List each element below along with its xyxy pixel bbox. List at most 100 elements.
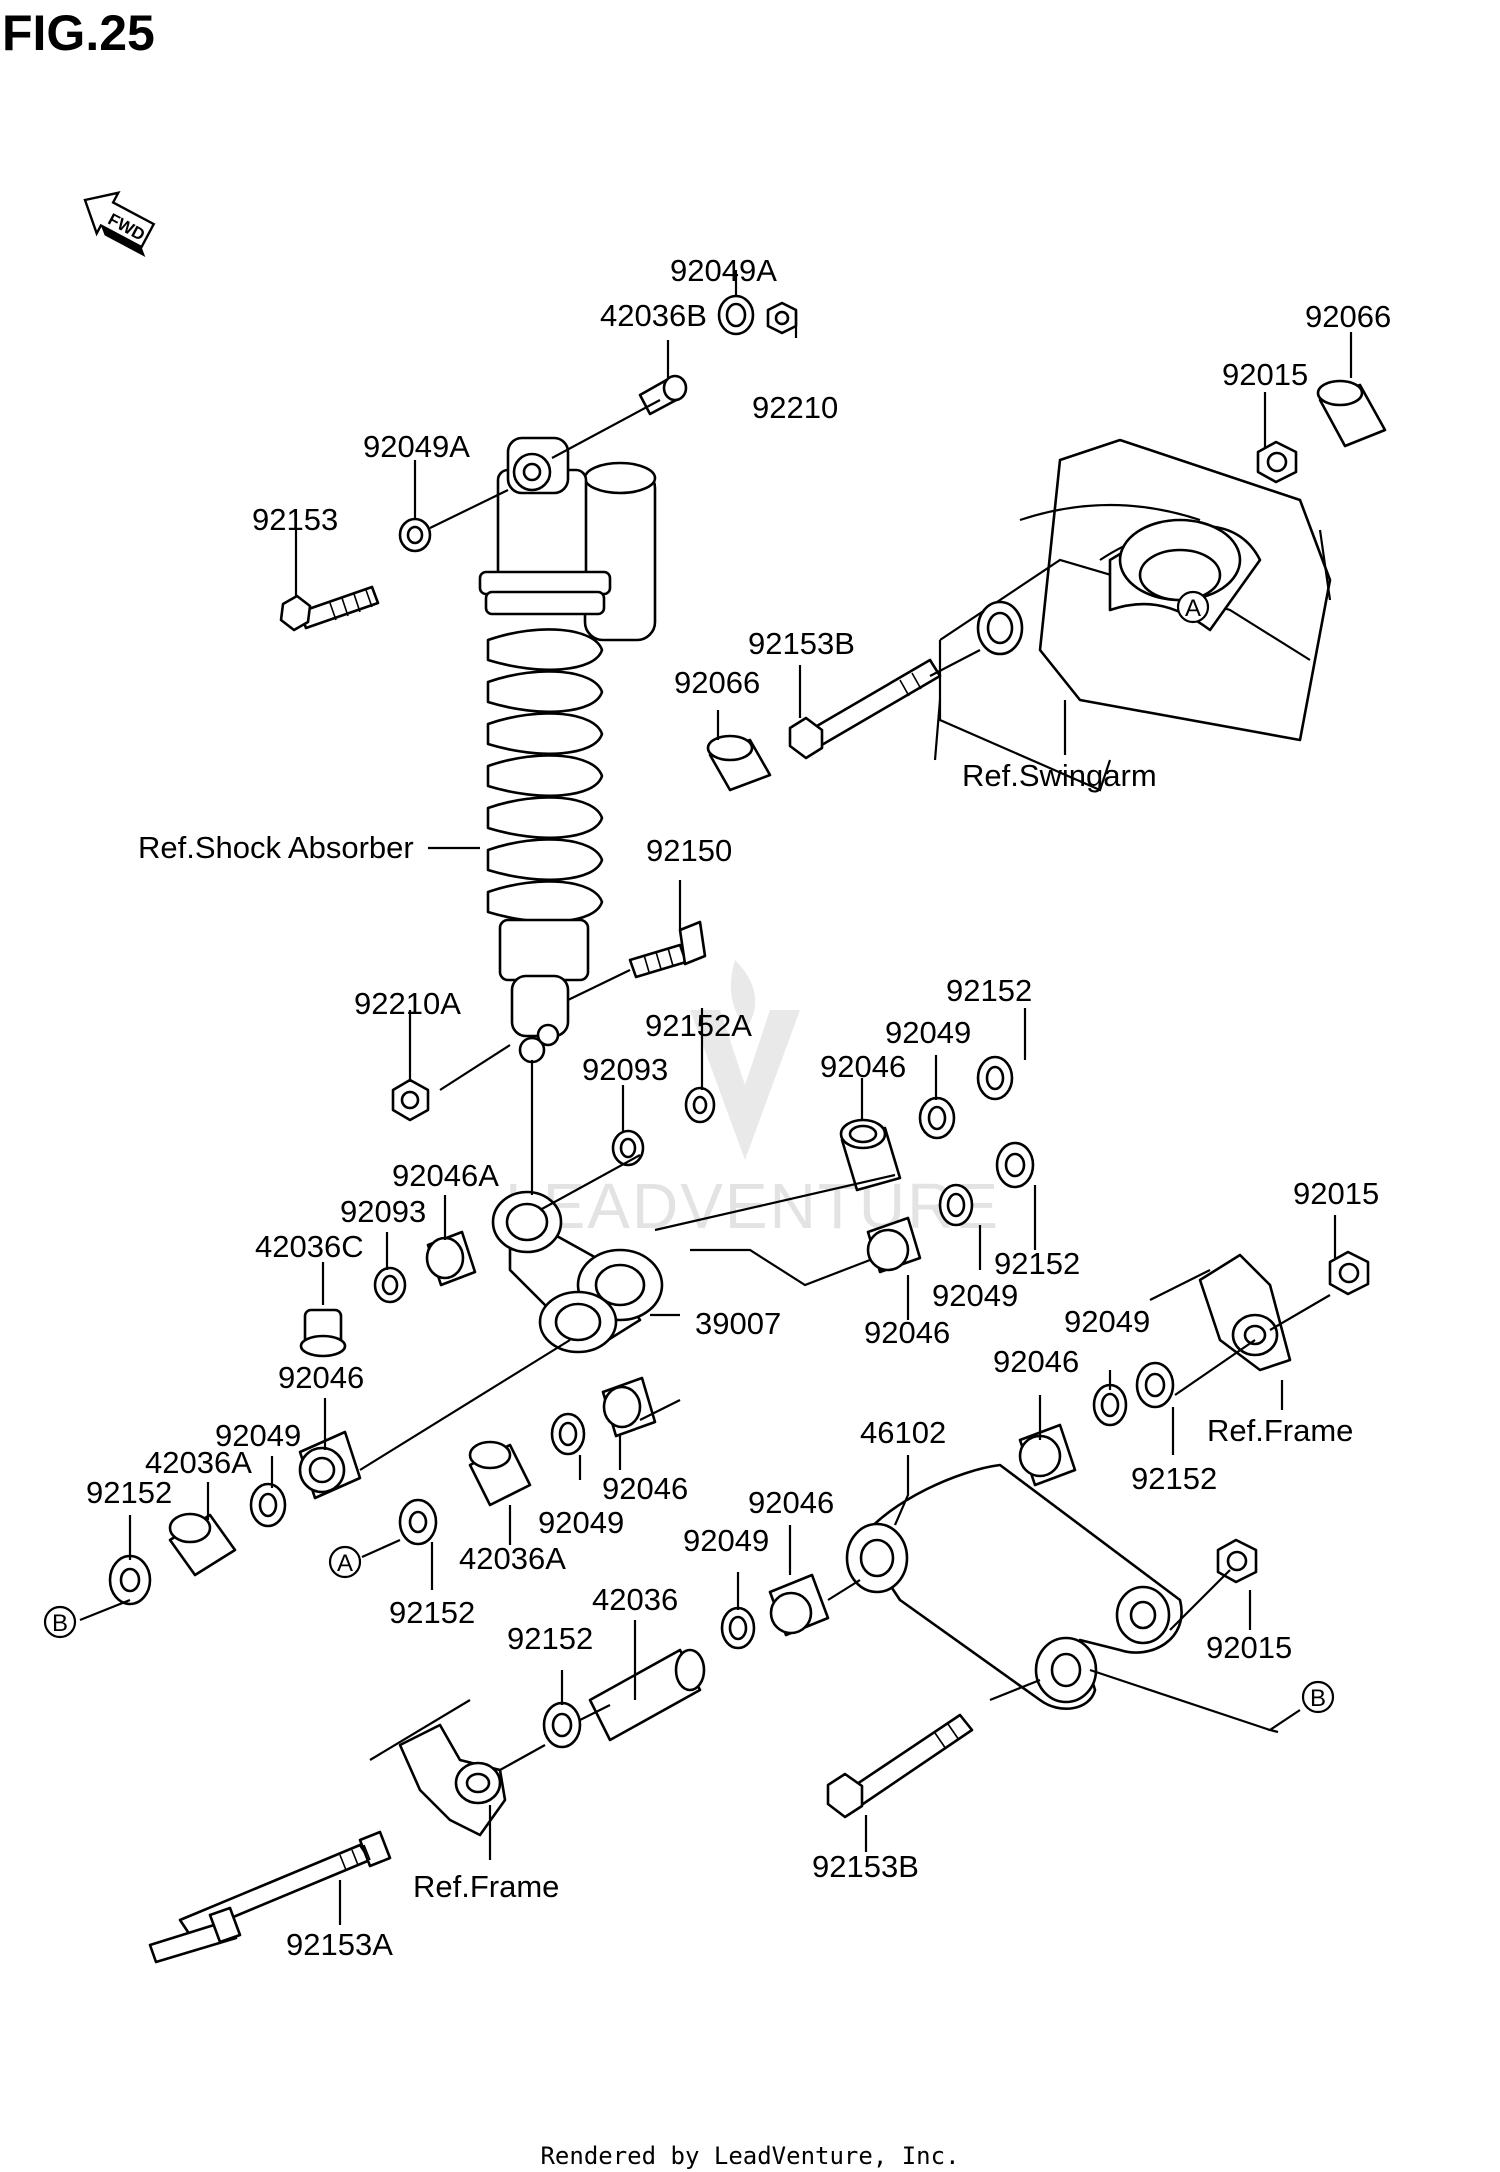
swingarm-reference (933, 438, 1332, 792)
collar-42036A-left (168, 1512, 237, 1577)
tie-rod-46102 (845, 1463, 1183, 1710)
callout-b-left: B (43, 1605, 77, 1639)
washer-92152-center (398, 1498, 438, 1546)
label-92152A: 92152A (645, 1008, 752, 1043)
svg-text:B: B (1310, 1685, 1326, 1712)
svg-text:B: B (52, 1610, 68, 1637)
svg-text:A: A (1185, 595, 1201, 622)
label-92066-mid: 92066 (674, 665, 760, 700)
label-92049A-left: 92049A (363, 429, 470, 464)
label-42036A-mid: 42036A (459, 1541, 566, 1576)
collar-42036 (588, 1648, 706, 1742)
seal-92093-b (373, 1266, 407, 1304)
leadventure-watermark: LEADVENTURE (505, 960, 1000, 1242)
bolt-92153 (279, 585, 380, 632)
label-42036B: 42036B (600, 298, 707, 333)
label-92049-r3: 92049 (1064, 1304, 1150, 1339)
label-42036A-left: 42036A (145, 1445, 252, 1480)
label-92049-left: 92049 (215, 1418, 301, 1453)
cap-92066-mid (706, 734, 772, 792)
label-ref-frame-left: Ref.Frame (413, 1869, 559, 1904)
washer-92152-r2 (995, 1141, 1035, 1189)
label-92152-low: 92152 (507, 1621, 593, 1656)
bearing-92046-low (768, 1573, 830, 1637)
seal-92049-r2 (938, 1183, 974, 1227)
label-39007: 39007 (695, 1306, 781, 1341)
seal-92049-low (720, 1606, 756, 1650)
shock-absorber (478, 436, 657, 1064)
watermark-text: LEADVENTURE (505, 1170, 1000, 1242)
nut-92015-right (1328, 1250, 1370, 1296)
bearing-92046-left (298, 1430, 362, 1500)
label-92066-top: 92066 (1305, 299, 1391, 334)
label-42036C: 42036C (255, 1229, 364, 1264)
callout-a-left: A (328, 1545, 362, 1579)
bearing-92046-right (1018, 1423, 1077, 1487)
label-92046-r1: 92046 (820, 1049, 906, 1084)
label-ref-frame-right: Ref.Frame (1207, 1413, 1353, 1448)
label-92049A-top: 92049A (670, 253, 777, 288)
washer-92152-left (108, 1554, 152, 1606)
label-92153: 92153 (252, 502, 338, 537)
label-42036: 42036 (592, 1582, 678, 1617)
label-92152-center: 92152 (389, 1595, 475, 1630)
bolt-92150 (628, 920, 707, 979)
nut-92210A (391, 1078, 430, 1122)
cap-92066-top (1316, 379, 1387, 448)
label-ref-shock-absorber: Ref.Shock Absorber (138, 830, 414, 865)
label-92093-b: 92093 (340, 1194, 426, 1229)
label-92015-top: 92015 (1222, 357, 1308, 392)
callout-a-swingarm: A (1176, 590, 1210, 624)
label-92049-r2: 92049 (932, 1278, 1018, 1313)
label-92153B-top: 92153B (748, 626, 855, 661)
part-labels: 92049A 42036B 92210 92066 92015 92049A 9… (86, 253, 1391, 1962)
label-92152-left: 92152 (86, 1475, 172, 1510)
label-92015-low: 92015 (1206, 1630, 1292, 1665)
seal-92049A-left (398, 517, 432, 553)
label-92210: 92210 (752, 390, 838, 425)
bearing-92046-mid (601, 1376, 657, 1438)
label-46102: 46102 (860, 1415, 946, 1450)
collar-42036B (638, 374, 688, 416)
label-92046-r3: 92046 (993, 1344, 1079, 1379)
label-92152-r1: 92152 (946, 973, 1032, 1008)
label-92046A: 92046A (392, 1158, 499, 1193)
frame-bracket-right (1149, 1253, 1292, 1372)
callout-b-right: B (1301, 1680, 1335, 1714)
nut-92210 (766, 301, 798, 335)
seal-92049-r3 (1092, 1383, 1128, 1427)
frame-bracket-left (369, 1699, 507, 1837)
label-ref-swingarm: Ref.Swingarm (962, 758, 1157, 793)
svg-text:A: A (337, 1550, 353, 1577)
footer-credit: Rendered by LeadVenture, Inc. (540, 2142, 959, 2170)
bearing-92046-b (866, 1216, 922, 1274)
washer-92152-low (542, 1701, 582, 1749)
label-92153B-bottom: 92153B (812, 1849, 919, 1884)
label-92049-r1: 92049 (885, 1015, 971, 1050)
label-92046-mid: 92046 (602, 1471, 688, 1506)
figure-title: FIG.25 (2, 5, 155, 61)
seal-92093-a (611, 1129, 645, 1167)
seal-92049-r1 (918, 1096, 956, 1140)
washer-92152-r1 (976, 1055, 1014, 1101)
seal-92049A-top (717, 294, 755, 336)
nut-92015-top (1256, 440, 1298, 484)
label-92046-low: 92046 (748, 1485, 834, 1520)
bolt-92153A (148, 1830, 392, 1964)
rocker-arm-39007 (491, 1190, 664, 1354)
collar-42036C (299, 1308, 347, 1358)
callout-a-leader (361, 1538, 401, 1559)
bolt-92153B-bottom (826, 1713, 974, 1819)
assembly-axis-lines (79, 399, 1331, 1771)
bearing-92046-a (839, 1118, 902, 1192)
label-92153A: 92153A (286, 1927, 393, 1962)
washer-92152-r3 (1135, 1361, 1175, 1409)
label-92049-mid: 92049 (538, 1505, 624, 1540)
label-92150: 92150 (646, 833, 732, 868)
seal-92049-left (249, 1482, 287, 1528)
label-92152-r2: 92152 (994, 1246, 1080, 1281)
label-92093-a: 92093 (582, 1052, 668, 1087)
bearing-92046A (425, 1230, 477, 1287)
label-92015-right: 92015 (1293, 1176, 1379, 1211)
